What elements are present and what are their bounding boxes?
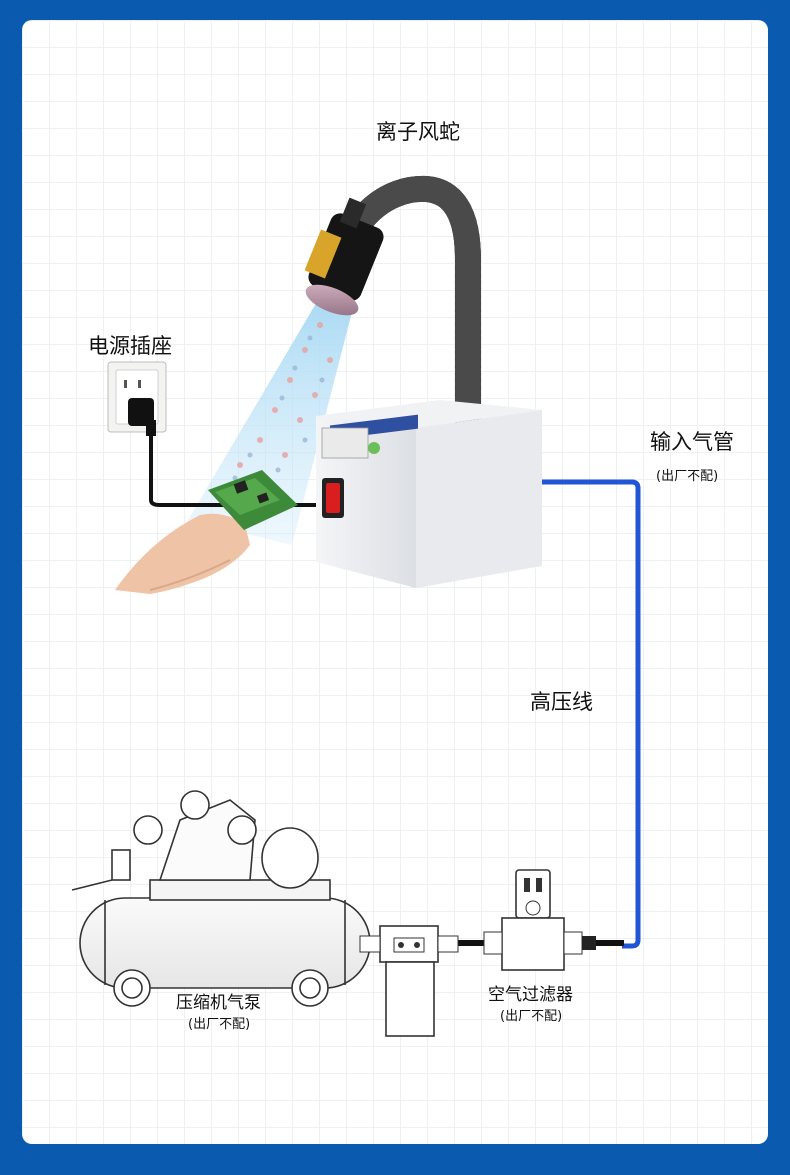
label-high-voltage-line: 高压线 <box>530 690 593 714</box>
label-not-included-filter: (出厂不配) <box>500 1009 563 1024</box>
power-socket-icon <box>107 361 167 436</box>
ion-snake-nozzle <box>304 197 384 316</box>
label-not-included-compressor: (出厂不配) <box>188 1017 251 1032</box>
label-air-filter: 空气过滤器 <box>488 985 573 1005</box>
regulator-icon <box>359 925 459 1037</box>
label-ion-snake: 离子风蛇 <box>376 120 460 144</box>
power-cord <box>149 436 316 507</box>
compressor-icon <box>71 790 371 1007</box>
air-filter-icon <box>483 869 596 971</box>
label-not-included-pipe: (出厂不配) <box>656 469 719 484</box>
ion-snake-base-box <box>316 400 542 588</box>
hand-with-pcb <box>115 470 298 594</box>
label-power-socket: 电源插座 <box>88 334 172 358</box>
label-compressor: 压缩机气泵 <box>176 993 261 1013</box>
input-air-pipe-line <box>542 479 641 949</box>
label-input-air-pipe: 输入气管 <box>650 430 734 454</box>
